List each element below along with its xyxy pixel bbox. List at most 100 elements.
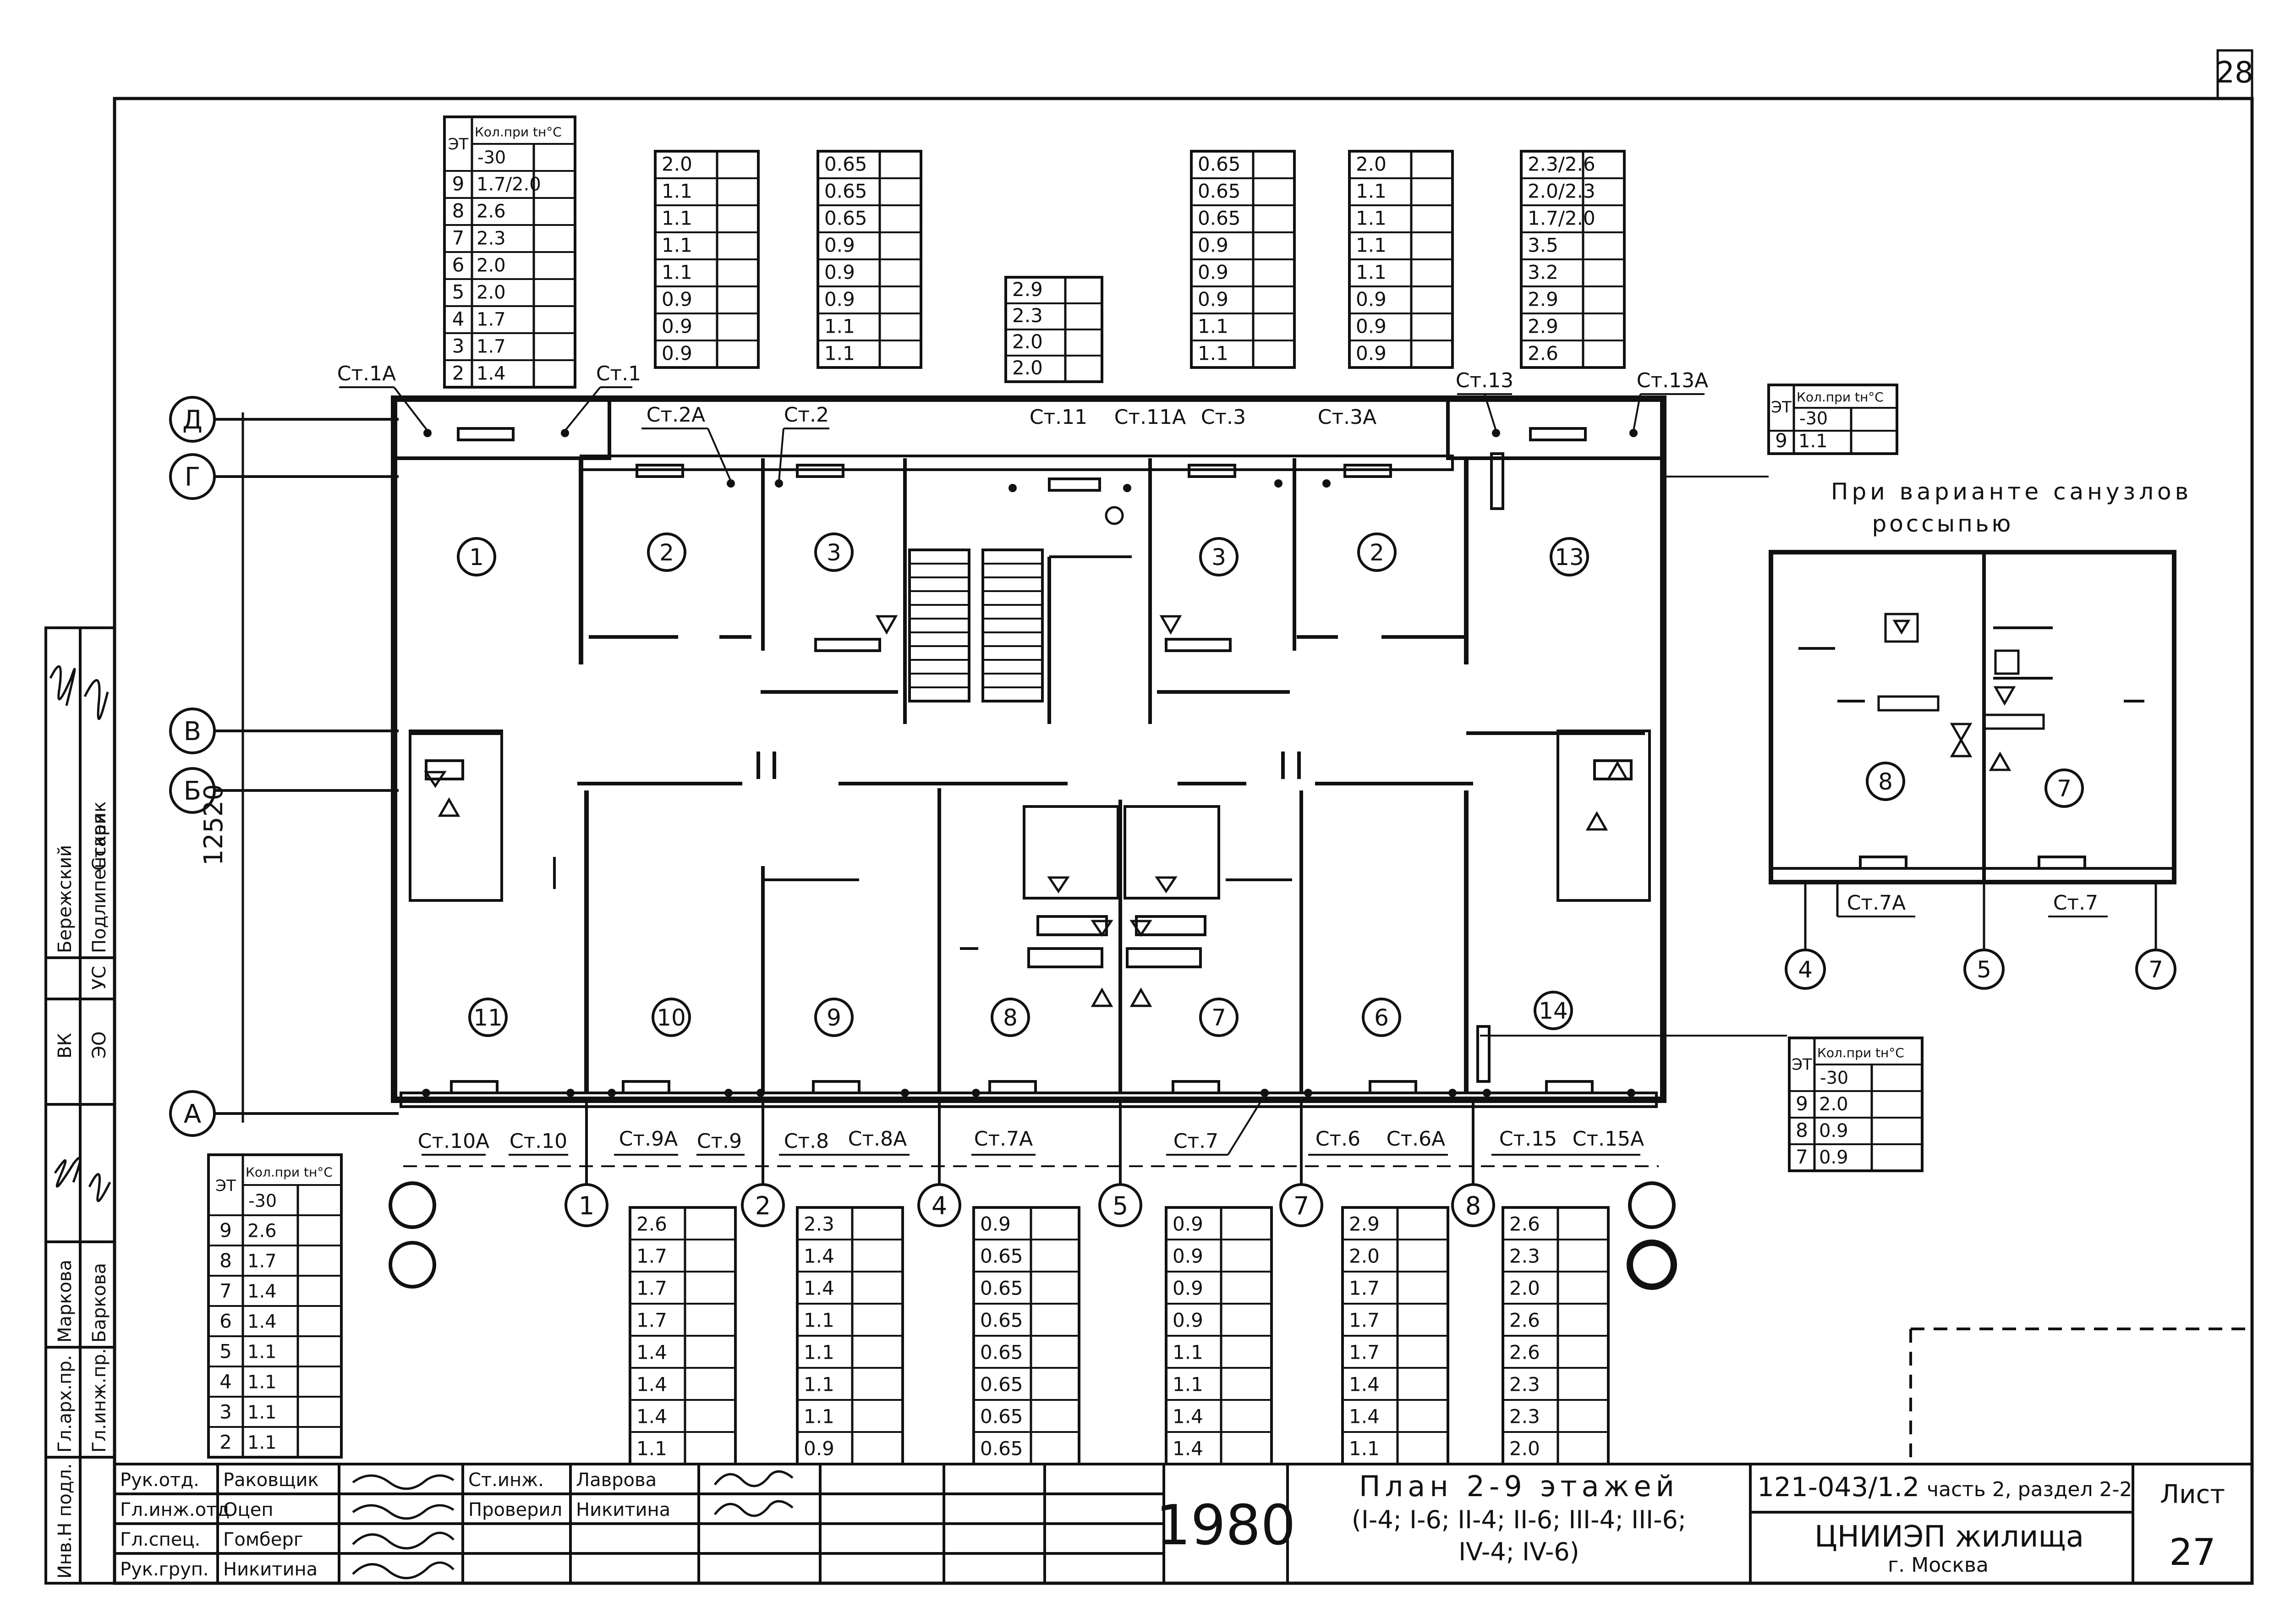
table-bottom-3-value: 0.65 — [980, 1405, 1023, 1427]
staff-role: Рук.отд. — [120, 1470, 199, 1491]
table-right-bottom-border — [1788, 1037, 1924, 1172]
table-top-2-value: 1.1 — [662, 180, 692, 202]
variant-inset — [1769, 550, 2176, 990]
table-bottom-left-value: 1.1 — [247, 1372, 277, 1393]
table-bottom-5-value: 2.0 — [1349, 1245, 1380, 1267]
table-bottom-left-floor: 2 — [219, 1431, 232, 1454]
table-right-bottom-header-temp: -30 — [1820, 1068, 1848, 1088]
table-bottom-6-value: 2.6 — [1509, 1341, 1540, 1363]
staff-role: Ст.инж. — [468, 1470, 544, 1491]
table-bottom-4-value: 1.4 — [1173, 1405, 1203, 1427]
table-top-2-value: 0.9 — [662, 342, 692, 364]
table-bottom-1-value: 1.4 — [636, 1341, 667, 1363]
table-top-3-value: 1.1 — [824, 342, 855, 364]
stamp-name: Старик — [89, 801, 110, 871]
table-top-left-header-temp: -30 — [477, 147, 506, 167]
table-right-bottom-value: 0.9 — [1819, 1147, 1848, 1168]
table-top-stair-value: 2.3 — [1012, 304, 1043, 327]
stamp-name: Подлипенская — [89, 813, 110, 953]
table-bottom-left-floor: 9 — [219, 1219, 232, 1242]
table-top-3-value: 0.9 — [824, 261, 855, 283]
table-top-5-value: 0.9 — [1356, 342, 1387, 364]
dimension-label: 12520 — [199, 784, 229, 866]
table-top-left-value: 2.3 — [477, 228, 506, 249]
riser-label: Ст.9 — [697, 1130, 742, 1153]
table-bottom-left-floor: 4 — [219, 1371, 232, 1393]
table-bottom-left-floor: 7 — [219, 1280, 232, 1302]
table-bottom-3-value: 0.65 — [980, 1245, 1023, 1267]
table-right-bottom-header-et: ЭТ — [1792, 1056, 1812, 1074]
room-number: 13 — [1555, 544, 1584, 571]
table-bottom-left-value: 2.6 — [247, 1221, 277, 1242]
room-markers — [457, 532, 1589, 1037]
riser-label: Ст.2 — [784, 403, 829, 427]
table-bottom-5-value: 2.9 — [1349, 1213, 1380, 1235]
table-top-4-value: 0.65 — [1198, 207, 1241, 229]
table-bottom-4-value: 1.1 — [1173, 1341, 1203, 1363]
room-number: 3 — [1211, 544, 1226, 571]
table-bottom-5-value: 1.4 — [1349, 1373, 1380, 1395]
variant-room: 7 — [2057, 775, 2072, 802]
axis-number-markers — [565, 1100, 1495, 1227]
axis-letter: А — [184, 1099, 201, 1129]
table-right-top-header-temp: -30 — [1799, 408, 1828, 428]
staff-role: Гл.инж.отд — [120, 1499, 230, 1520]
riser-label: Ст.2А — [647, 403, 705, 427]
table-top-left-floor: 7 — [452, 226, 465, 249]
table-right-bottom-header-kol: Кол.при tн°С — [1817, 1045, 1904, 1060]
table-bottom-left-floor: 8 — [219, 1250, 232, 1272]
table-bottom-left-floor: 5 — [219, 1340, 232, 1363]
stamp-name: Маркова — [55, 1260, 76, 1343]
riser-label: Ст.13 — [1456, 369, 1513, 392]
table-bottom-left-header-kol: Кол.при tн°С — [246, 1165, 333, 1180]
table-bottom-3-value: 0.65 — [980, 1309, 1023, 1331]
riser-label: Ст.1А — [337, 362, 396, 385]
sheet-corner-number: 28 — [2216, 56, 2253, 90]
staff-name: Гомберг — [223, 1529, 303, 1550]
table-bottom-1-value: 1.7 — [636, 1277, 667, 1299]
riser-label: Ст.3 — [1201, 406, 1246, 429]
city: г. Москва — [1888, 1553, 1989, 1577]
table-top-left-floor: 8 — [452, 199, 465, 222]
table-top-left-value: 2.0 — [477, 255, 506, 276]
table-top-3-value: 0.9 — [824, 234, 855, 256]
year: 1980 — [1156, 1494, 1295, 1558]
table-top-5-value: 1.1 — [1356, 234, 1387, 256]
table-bottom-6-value: 2.3 — [1509, 1373, 1540, 1395]
riser-label: Ст.10А — [418, 1130, 489, 1153]
table-top-left-value: 1.7/2.0 — [477, 174, 541, 195]
table-top-3-value: 0.65 — [824, 180, 867, 202]
project-part: часть 2, раздел 2-2 — [1927, 1478, 2132, 1501]
table-bottom-1-value: 1.1 — [636, 1437, 667, 1459]
table-top-left-floor: 2 — [452, 362, 465, 384]
table-bottom-6-value: 2.0 — [1509, 1277, 1540, 1299]
table-top-left-value: 2.6 — [477, 201, 506, 222]
table-right-bottom-floor: 9 — [1796, 1092, 1808, 1115]
axis-letter: Д — [182, 405, 203, 435]
table-bottom-4-value: 0.9 — [1173, 1309, 1203, 1331]
table-top-6-value: 2.9 — [1528, 315, 1558, 337]
table-bottom-5-value: 1.7 — [1349, 1277, 1380, 1299]
outer-wall — [391, 395, 1666, 1103]
table-bottom-3-value: 0.9 — [980, 1213, 1011, 1235]
table-top-5-value: 1.1 — [1356, 180, 1387, 202]
stamp-role: ВК — [55, 1033, 76, 1059]
sheet-number: 27 — [2169, 1531, 2216, 1574]
riser-label: Ст.1 — [596, 362, 641, 385]
table-top-left-value: 2.0 — [477, 282, 506, 303]
table-bottom-5-value: 1.7 — [1349, 1341, 1380, 1363]
table-top-left-floor: 5 — [452, 280, 465, 303]
axis-number: 4 — [932, 1191, 947, 1220]
table-top-2-value: 0.9 — [662, 288, 692, 310]
table-bottom-left-value: 1.1 — [247, 1432, 277, 1454]
stamp-role: Гл.инж.пр. — [89, 1348, 110, 1453]
table-right-top-header-et: ЭТ — [1771, 398, 1792, 417]
axis-letter: Г — [185, 462, 200, 492]
table-top-left-header-et: ЭТ — [448, 135, 469, 154]
table-top-left-floor: 9 — [452, 172, 465, 195]
table-right-top-floor: 9 — [1775, 429, 1787, 452]
table-right-top-header-kol: Кол.при tн°С — [1797, 390, 1884, 405]
table-top-4-value: 0.9 — [1198, 234, 1228, 256]
axis-number: 8 — [1465, 1191, 1481, 1220]
